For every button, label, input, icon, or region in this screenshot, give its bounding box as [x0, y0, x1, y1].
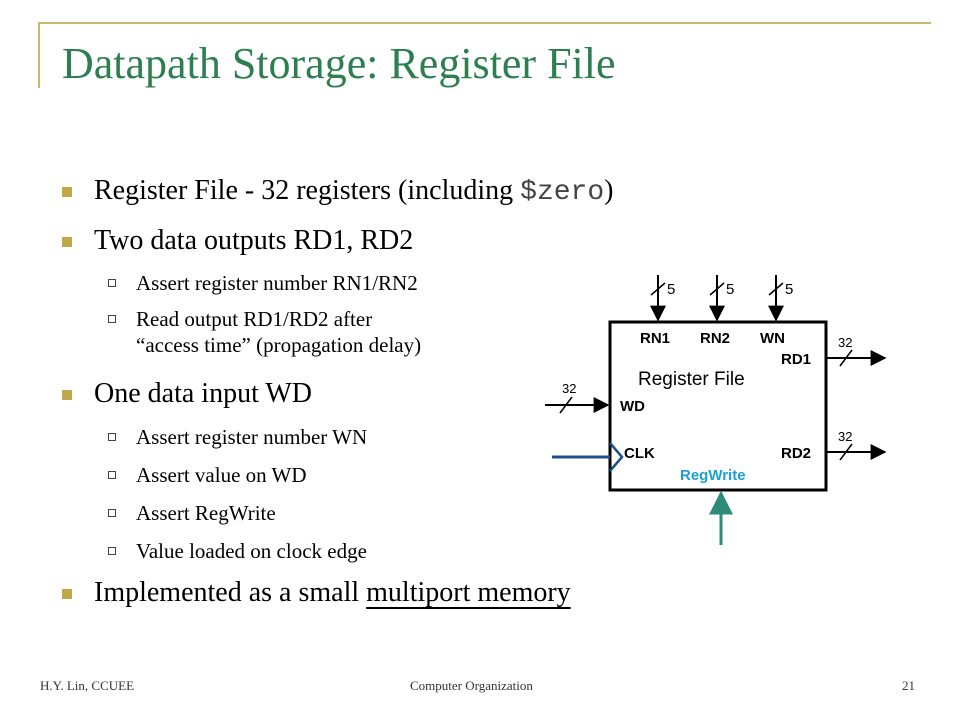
sub-bullet-text: Value loaded on clock edge — [136, 539, 367, 563]
frame-top-rule — [38, 22, 931, 24]
footer-course: Computer Organization — [410, 678, 533, 693]
port-regwrite: RegWrite — [680, 467, 746, 484]
sub-bullet-text: Assert RegWrite — [136, 501, 276, 525]
bullet-1-text: Register File - 32 registers (including — [94, 175, 521, 206]
sub-bullet-text: Assert register number WN — [136, 425, 368, 449]
rn2-width-label: 5 — [726, 281, 734, 298]
rd1-width-label: 32 — [838, 335, 852, 350]
port-rn1: RN1 — [640, 330, 670, 347]
sub-bullet-text-line2: “access time” (propagation delay) — [136, 333, 422, 357]
port-wn: WN — [760, 330, 785, 347]
wd-width-label: 32 — [562, 381, 576, 396]
slide-title: Datapath Storage: Register File — [62, 39, 616, 88]
bullet-1-suffix: ) — [604, 175, 614, 206]
rd2-width-label: 32 — [838, 429, 852, 444]
port-rn2: RN2 — [700, 330, 730, 347]
rd1-width-slash — [839, 349, 853, 367]
register-file-box — [608, 320, 828, 492]
rd2-width-slash — [839, 443, 853, 461]
bullet-3-text: One data input WD — [94, 378, 312, 409]
page-number: 21 — [902, 678, 915, 693]
multiport-memory-underlined: multiport memory — [366, 577, 571, 608]
sub-bullet-text: Assert value on WD — [136, 463, 307, 487]
zero-code: $zero — [520, 177, 605, 208]
sub-bullet-text: Assert register number RN1/RN2 — [136, 271, 418, 295]
port-rd2: RD2 — [781, 445, 811, 462]
wn-width-slash — [768, 282, 784, 296]
wn-width-label: 5 — [785, 281, 793, 298]
rn1-width-slash — [650, 282, 666, 296]
port-wd: WD — [620, 398, 645, 415]
sub-bullet-text-line1: Read output RD1/RD2 after — [136, 307, 373, 331]
port-rd1: RD1 — [781, 351, 811, 368]
clock-edge-icon — [609, 442, 624, 472]
frame-left-rule — [38, 22, 40, 88]
register-file-diagram: 5 5 5 RN1 RN2 WN RD1 Register File WD CL… — [545, 275, 887, 545]
port-clk: CLK — [624, 445, 655, 462]
register-file-label: Register File — [638, 369, 745, 390]
wd-width-slash — [559, 396, 573, 414]
rn2-width-slash — [709, 282, 725, 296]
rn1-width-label: 5 — [667, 281, 675, 298]
bullet-4-text: Implemented as a small — [94, 577, 367, 608]
footer-author: H.Y. Lin, CCUEE — [40, 678, 135, 693]
bullet-2-text: Two data outputs RD1, RD2 — [94, 225, 414, 256]
